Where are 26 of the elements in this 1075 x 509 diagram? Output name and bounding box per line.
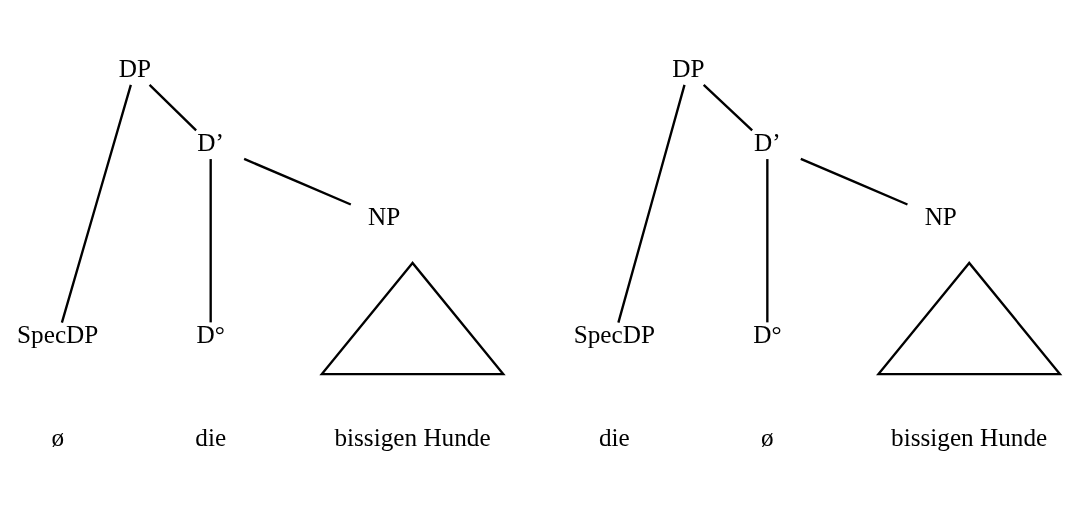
connector [766,158,769,322]
connector [617,84,686,323]
connector [702,83,753,131]
node-triangle [876,260,1063,375]
node-label: ø [51,422,65,450]
connector [148,83,197,131]
node-triangle [319,260,506,375]
node-text: SpecDP [17,320,99,348]
node-text: SpecDP [573,320,656,348]
node-label: bissigen Hunde [891,422,1048,450]
node-label: bissigen Hunde [334,422,491,450]
node-text: NP [368,202,401,230]
connector [60,84,132,323]
node-text: D’ [754,128,781,156]
node-label: die [195,422,227,450]
connector [243,157,352,206]
node-text: DP [118,53,152,81]
connector [209,158,212,322]
node-label: die [598,422,630,450]
node-text: DP [672,53,705,81]
node-text: NP [924,202,957,230]
node-text: D° [753,320,782,348]
node-text: D° [196,320,225,348]
connector [800,157,908,206]
node-text: D’ [197,128,224,156]
node-label: ø [761,422,774,450]
